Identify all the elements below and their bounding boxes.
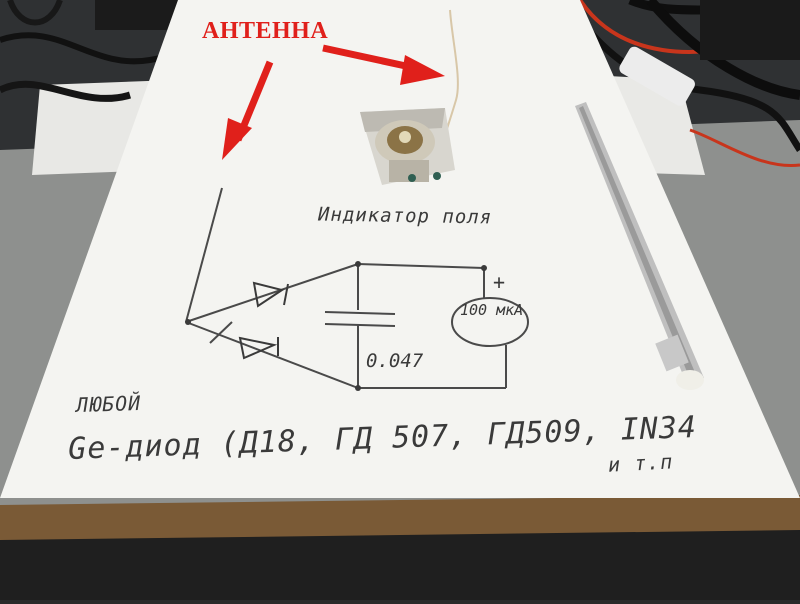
cable-red <box>689 128 800 168</box>
diagonal-stroke <box>209 321 233 344</box>
pencil <box>575 102 704 390</box>
junction-dot <box>355 261 361 267</box>
diodes <box>238 281 289 360</box>
antenna-line <box>185 187 223 323</box>
cable <box>0 80 132 102</box>
wire-bottom-diode <box>185 321 359 389</box>
capacitor-label: 0.047 <box>366 350 424 372</box>
arrow-right <box>322 44 445 85</box>
junction-dot <box>481 265 487 271</box>
device-black-right <box>700 0 800 60</box>
white-connector <box>619 46 695 106</box>
schematic-title: Индикатор поля <box>317 203 493 229</box>
antenna-label: АНТЕННА <box>202 18 329 44</box>
wire-top <box>357 263 485 269</box>
cap-plate-top <box>324 311 396 315</box>
meter-symbol <box>451 297 529 347</box>
junction-dot <box>355 385 361 391</box>
arrow-left <box>222 60 274 160</box>
floor-dark <box>0 530 800 600</box>
etc-label: и т.п <box>607 449 674 477</box>
junction-dot <box>185 319 191 325</box>
cable <box>7 0 63 26</box>
plus-sign: + <box>493 270 506 294</box>
wire-top-diode <box>185 263 359 323</box>
any-label: ЛЮБОЙ <box>75 390 142 418</box>
coiled-cable <box>646 0 800 100</box>
cap-plate-bottom <box>324 323 396 327</box>
schematic <box>185 187 529 389</box>
meter-label: 100 мкА <box>460 301 524 319</box>
meter-device <box>360 108 455 185</box>
paper-sheet <box>0 0 800 498</box>
